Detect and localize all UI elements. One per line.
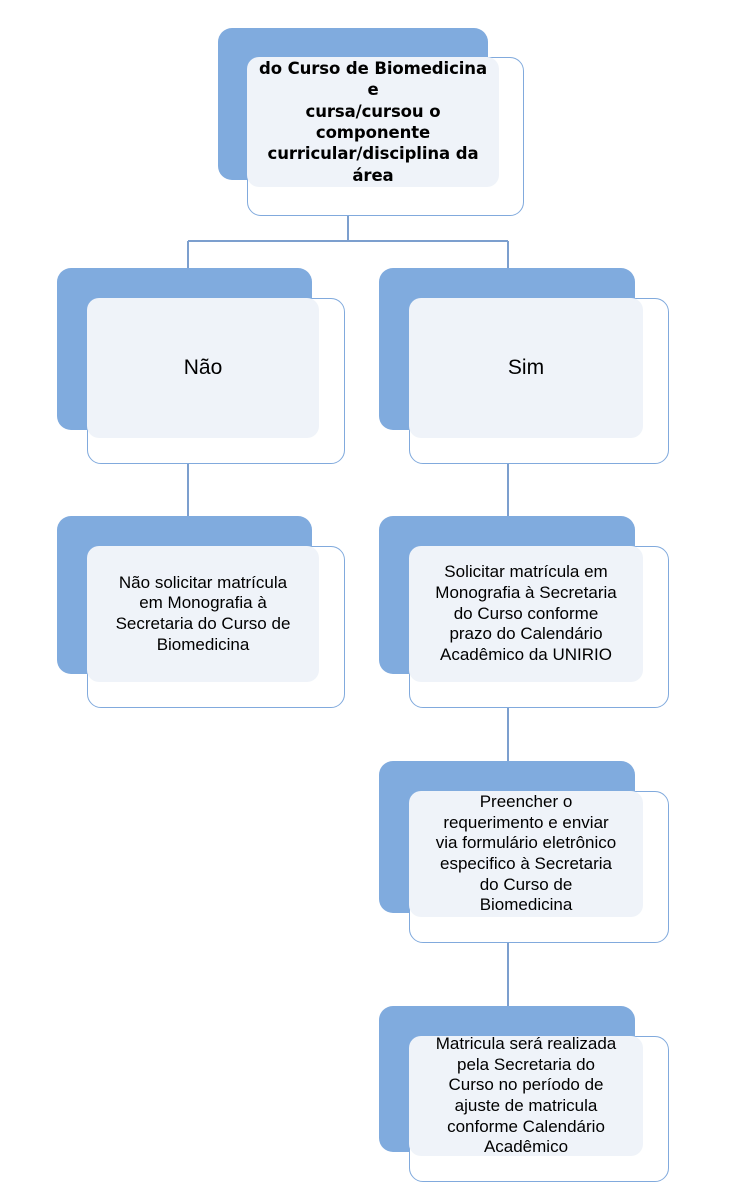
node-branch-sim[interactable]: Sim	[379, 268, 669, 464]
node-label: Preencher o requerimento e enviar via fo…	[435, 791, 617, 915]
node-step-matricula[interactable]: Matricula será realizada pela Secretaria…	[379, 1006, 669, 1182]
node-label: Solicitar matrícula em Monografia à Secr…	[435, 562, 617, 665]
node-step-nao-solicitar[interactable]: Não solicitar matrícula em Monografia à …	[57, 516, 345, 708]
node-label: Sim	[507, 355, 545, 379]
node-decision-period[interactable]: Cursa o 9º ou 10º período do Curso de Bi…	[218, 28, 524, 216]
node-label: Cursa o 9º ou 10º período do Curso de Bi…	[259, 58, 487, 185]
node-label: Não solicitar matrícula em Monografia à …	[115, 572, 291, 654]
node-panel: Preencher o requerimento e enviar via fo…	[409, 791, 643, 917]
node-panel: Solicitar matrícula em Monografia à Secr…	[409, 546, 643, 682]
node-step-solicitar[interactable]: Solicitar matrícula em Monografia à Secr…	[379, 516, 669, 708]
node-panel: Cursa o 9º ou 10º período do Curso de Bi…	[247, 57, 499, 187]
node-branch-nao[interactable]: Não	[57, 268, 345, 464]
node-label: Não	[183, 355, 223, 379]
node-label: Matricula será realizada pela Secretaria…	[435, 1036, 617, 1156]
node-panel: Matricula será realizada pela Secretaria…	[409, 1036, 643, 1156]
node-panel: Não	[87, 298, 319, 438]
node-step-preencher[interactable]: Preencher o requerimento e enviar via fo…	[379, 761, 669, 943]
node-panel: Sim	[409, 298, 643, 438]
node-panel: Não solicitar matrícula em Monografia à …	[87, 546, 319, 682]
